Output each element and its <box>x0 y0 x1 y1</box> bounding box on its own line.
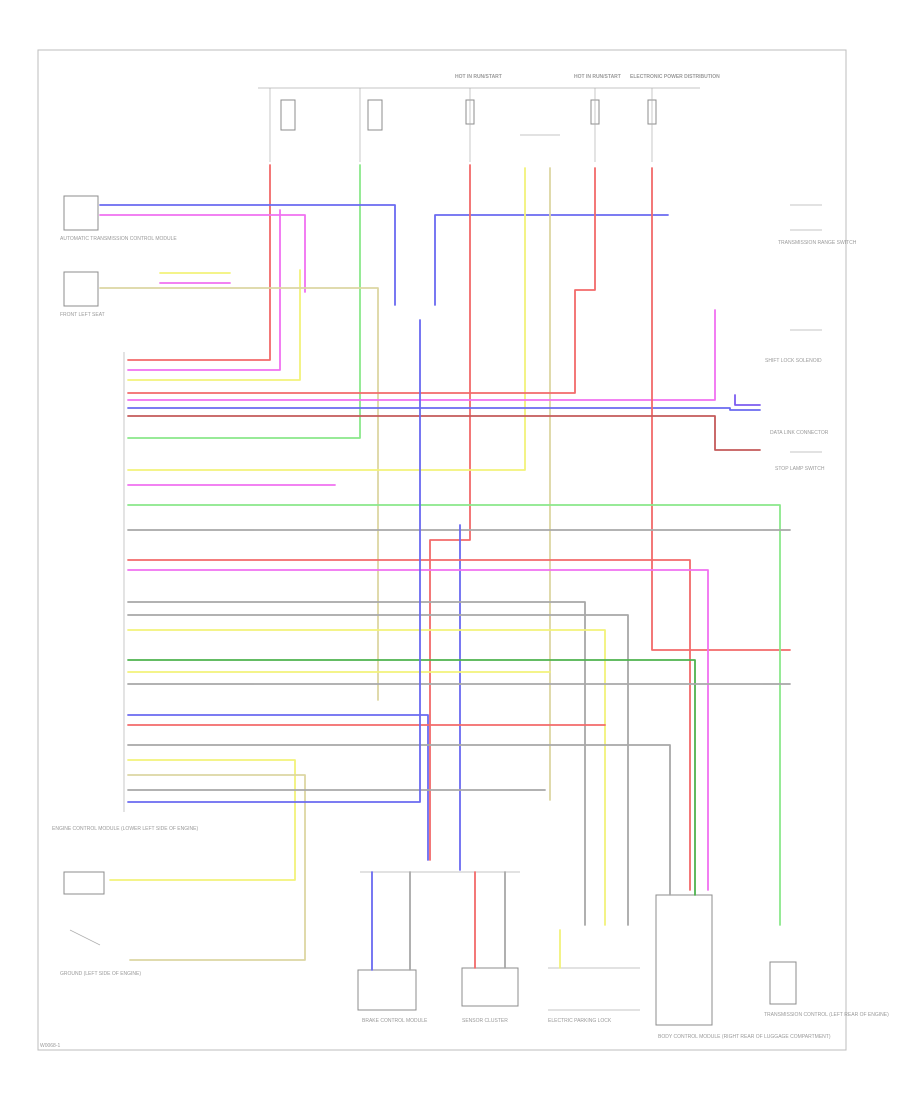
wire-green-4 <box>127 164 361 439</box>
wire-blue-31 <box>127 714 429 861</box>
mid-left-sensor-box <box>63 271 99 307</box>
wire-red-14 <box>127 167 596 394</box>
right-components: TRANSMISSION RANGE SWITCH SHIFT LOCK SOL… <box>765 204 857 472</box>
hot-run-label-1: HOT IN RUN/START <box>455 74 502 80</box>
fuse-symbol-1 <box>280 99 296 131</box>
hot-electric-label: ELECTRONIC POWER DISTRIBUTION <box>630 74 720 80</box>
bottom-components: BRAKE CONTROL MODULE SENSOR CLUSTER ELEC… <box>357 871 889 1040</box>
left-top-module-label: AUTOMATIC TRANSMISSION CONTROL MODULE <box>60 236 177 242</box>
wire-brown-18 <box>127 415 761 451</box>
wire-pink-6 <box>99 214 306 293</box>
ground-left-label: GROUND (LEFT SIDE OF ENGINE) <box>60 971 141 977</box>
wire-pink-15 <box>127 309 716 401</box>
diagram-code: W0068-1 <box>40 1043 61 1049</box>
wire-tan-9 <box>99 287 379 701</box>
wire-red-1 <box>127 164 271 361</box>
right-label-3: DATA LINK CONNECTOR <box>770 430 829 436</box>
wire-red-23 <box>127 559 691 891</box>
right-label-1: TRANSMISSION RANGE SWITCH <box>778 240 857 246</box>
sensor-cluster-box <box>461 967 519 1007</box>
brake-control-module-box <box>357 969 417 1011</box>
wire-gray-26 <box>127 614 629 926</box>
wire-red-11 <box>429 164 471 861</box>
wire-yellow-27 <box>127 629 606 926</box>
wire-blue-16 <box>127 407 761 411</box>
bottom-mid-module-label: BRAKE CONTROL MODULE <box>362 1018 428 1024</box>
body-control-module-box <box>655 894 713 1026</box>
electric-parking-lock-label: ELECTRIC PARKING LOCK <box>548 1018 612 1024</box>
right-bottom-module-label: BODY CONTROL MODULE (RIGHT REAR OF LUGGA… <box>658 1034 831 1040</box>
wire-yellow-12 <box>127 167 526 471</box>
wire-red-17 <box>651 167 791 651</box>
wire-violet-43 <box>734 394 761 406</box>
wire-yellow-3 <box>127 269 301 381</box>
wire-darkgreen-28 <box>127 659 696 896</box>
left-components: AUTOMATIC TRANSMISSION CONTROL MODULE FR… <box>52 195 198 977</box>
top-left-sensor-box <box>63 195 99 231</box>
wire-blue-10 <box>434 214 669 306</box>
right-label-4: STOP LAMP SWITCH <box>775 466 825 472</box>
right-bottom-module2-label: TRANSMISSION CONTROL (LEFT REAR OF ENGIN… <box>764 1012 889 1018</box>
wire-group <box>99 164 791 971</box>
bottom-left-sensor-box <box>63 871 105 895</box>
right-label-2: SHIFT LOCK SOLENOID <box>765 358 822 364</box>
wire-pink-2 <box>127 209 281 371</box>
wire-yellow-34 <box>109 759 296 881</box>
diagram-frame <box>37 49 847 1051</box>
wire-gray-25 <box>127 601 586 926</box>
fuse-symbol-2 <box>367 99 383 131</box>
left-mid-module-label: FRONT LEFT SEAT <box>60 312 105 318</box>
top-power-feeds: HOT IN RUN/START HOT IN RUN/START ELECTR… <box>258 74 720 162</box>
hot-run-label-2: HOT IN RUN/START <box>574 74 621 80</box>
wire-gray-33 <box>127 744 671 896</box>
wire-green-20 <box>127 504 781 926</box>
wire-blue-37 <box>127 319 421 803</box>
left-bottom-module-label: ENGINE CONTROL MODULE (LOWER LEFT SIDE O… <box>52 826 198 832</box>
wire-pink-24 <box>127 569 709 891</box>
transmission-control-box <box>769 961 797 1005</box>
wire-tan-35 <box>127 774 306 961</box>
wire-blue-5 <box>99 204 396 306</box>
bottom-mid-module2-label: SENSOR CLUSTER <box>462 1018 508 1024</box>
